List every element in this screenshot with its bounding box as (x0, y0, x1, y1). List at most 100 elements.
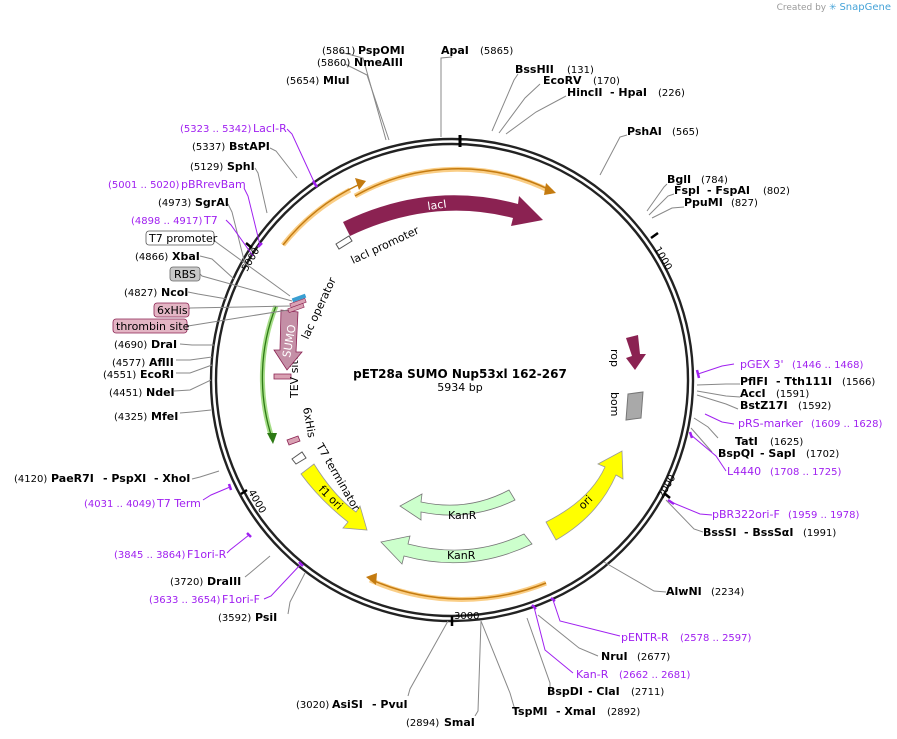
primer-pos-laci-r: (5323 .. 5342) (180, 124, 252, 135)
f1ori-feature[interactable] (300, 463, 368, 531)
enzyme-pos-bsssi: (1991) (803, 528, 836, 539)
tev-feature[interactable] (273, 373, 292, 380)
credit: Created by ✳ SnapGene (777, 2, 891, 13)
enzyme-drai[interactable]: DraI (151, 338, 177, 351)
enzyme-bstz17i[interactable]: BstZ17I (740, 399, 788, 412)
enzyme-pos-bgli: (784) (701, 175, 728, 186)
orange-arc-top-line (282, 184, 359, 246)
enzyme-alwni[interactable]: AlwNI (666, 585, 702, 598)
enzyme-hpai[interactable]: - HpaI (610, 86, 647, 99)
boxed-leader-lines (185, 237, 293, 328)
enzyme-asisi[interactable]: AsiSI (332, 698, 363, 711)
enzyme-pspomi[interactable]: PspOMI (358, 44, 405, 57)
enzyme-pvui[interactable]: - PvuI (372, 698, 408, 711)
plasmid-size: 5934 bp (437, 381, 482, 394)
enzyme-tspmi[interactable]: TspMI (512, 705, 548, 718)
laci-feature[interactable] (343, 195, 543, 236)
enzyme-nmeaiii[interactable]: NmeAIII (354, 56, 403, 69)
rbs-label: RBS (174, 268, 196, 281)
primer-pbrrevbam[interactable]: pBRrevBam (181, 178, 246, 191)
enzyme-sapi[interactable]: - SapI (760, 447, 796, 460)
his6-feature-inner[interactable] (286, 435, 301, 446)
enzyme-ppumi[interactable]: PpuMI (684, 196, 723, 209)
kanr1-feature[interactable] (399, 489, 516, 521)
primer-f1ori-f[interactable]: F1ori-F (222, 593, 260, 606)
enzyme-bsssai[interactable]: - BssSαI (744, 526, 793, 539)
enzyme-apai[interactable]: ApaI (441, 44, 469, 57)
enzyme-sphi[interactable]: SphI (227, 160, 255, 173)
his6-cluster-1[interactable] (291, 293, 307, 303)
primer-l4440[interactable]: L4440 (727, 465, 761, 478)
t7-promoter-label: T7 promoter (148, 232, 218, 245)
enzyme-tati[interactable]: TatI (735, 435, 758, 448)
his6-label: 6xHis (157, 304, 188, 317)
enzyme-mlui[interactable]: MluI (323, 74, 350, 87)
enzyme-pos-tati: (1625) (770, 437, 803, 448)
enzyme-bsshii[interactable]: BssHII (515, 63, 554, 76)
primer-pos-t7: (4898 .. 4917) (131, 216, 203, 227)
sumo-feature[interactable] (273, 309, 303, 371)
enzyme-xbai[interactable]: XbaI (172, 250, 200, 263)
enzyme-smai[interactable]: SmaI (444, 716, 475, 729)
tick-mark-1000 (650, 231, 659, 240)
ori-feature[interactable] (545, 450, 624, 541)
primer-pgex[interactable]: pGEX 3' (740, 358, 784, 371)
primer-t7[interactable]: T7 (203, 214, 218, 227)
green-arc-head (267, 433, 277, 444)
primer-f1ori-r[interactable]: F1ori-R (187, 548, 227, 561)
primer-laci-r[interactable]: LacI-R (253, 122, 287, 135)
orange-arc-bottom-line (371, 579, 547, 600)
enzyme-ndei[interactable]: NdeI (146, 386, 175, 399)
primer-prs-marker[interactable]: pRS-marker (738, 417, 803, 430)
primer-t7-term[interactable]: T7 Term (156, 497, 201, 510)
rop-feature[interactable] (626, 335, 646, 370)
enzyme-tth111i[interactable]: - Tth111I (776, 375, 832, 388)
his6-cluster-3[interactable] (287, 302, 305, 314)
laci-promoter-feature[interactable] (335, 235, 353, 250)
enzyme-bstapi[interactable]: BstAPI (229, 140, 270, 153)
primer-pentr-r[interactable]: pENTR-R (621, 631, 669, 644)
bom-feature[interactable] (625, 391, 644, 421)
enzyme-bspqi[interactable]: BspQI (718, 447, 754, 460)
enzyme-acci[interactable]: AccI (740, 387, 766, 400)
enzyme-sgrai[interactable]: SgrAI (195, 196, 229, 209)
his6-box[interactable] (153, 302, 190, 318)
primer-pos-t7-term: (4031 .. 4049) (84, 499, 156, 510)
enzyme-clai[interactable]: - ClaI (588, 685, 620, 698)
enzyme-psii[interactable]: PsiI (255, 611, 277, 624)
enzyme-mfei[interactable]: MfeI (151, 410, 178, 423)
enzyme-aflii[interactable]: AflII (149, 356, 174, 369)
enzyme-bspdi[interactable]: BspDI (547, 685, 583, 698)
enzyme-bgli[interactable]: BglI (667, 173, 691, 186)
enzyme-ecorv[interactable]: EcoRV (543, 74, 582, 87)
enzyme-pos-sgrai: (4973) (158, 198, 191, 209)
enzyme-ncoi[interactable]: NcoI (161, 286, 188, 299)
enzyme-pflfi[interactable]: PflFI (740, 375, 768, 388)
thrombin-label: thrombin site (116, 320, 190, 333)
enzyme-pos-hincii: (226) (658, 88, 685, 99)
enzyme-bsssi[interactable]: BssSI (703, 526, 737, 539)
enzyme-xmai[interactable]: - XmaI (556, 705, 596, 718)
primer-kan-r[interactable]: Kan-R (576, 668, 609, 681)
primer-pbr322ori-f[interactable]: pBR322ori-F (712, 508, 780, 521)
enzyme-fspi[interactable]: FspI (674, 184, 700, 197)
enzyme-pspxi[interactable]: - PspXI (103, 472, 146, 485)
enzyme-pshai[interactable]: PshAI (627, 125, 662, 138)
enzyme-draiii[interactable]: DraIII (207, 575, 241, 588)
t7-promoter-box[interactable] (145, 230, 215, 246)
kanr2-feature[interactable] (380, 533, 533, 565)
enzyme-ecori[interactable]: EcoRI (140, 368, 174, 381)
laci-label: lacI (427, 197, 448, 213)
enzyme-pos-ndei: (4451) (109, 388, 142, 399)
primer-pos-l4440: (1708 .. 1725) (770, 467, 842, 478)
enzyme-hincii[interactable]: HincII (567, 86, 603, 99)
enzyme-pos-pshai: (565) (672, 127, 699, 138)
thrombin-box[interactable] (112, 318, 188, 334)
t7-terminator-feature[interactable] (291, 451, 307, 465)
enzyme-pos-fspi: (802) (763, 186, 790, 197)
rbs-box[interactable] (169, 266, 201, 282)
enzyme-paer7i[interactable]: PaeR7I (51, 472, 94, 485)
enzyme-xhoi[interactable]: - XhoI (154, 472, 190, 485)
enzyme-fspai[interactable]: - FspAI (707, 184, 750, 197)
enzyme-nrui[interactable]: NruI (601, 650, 628, 663)
